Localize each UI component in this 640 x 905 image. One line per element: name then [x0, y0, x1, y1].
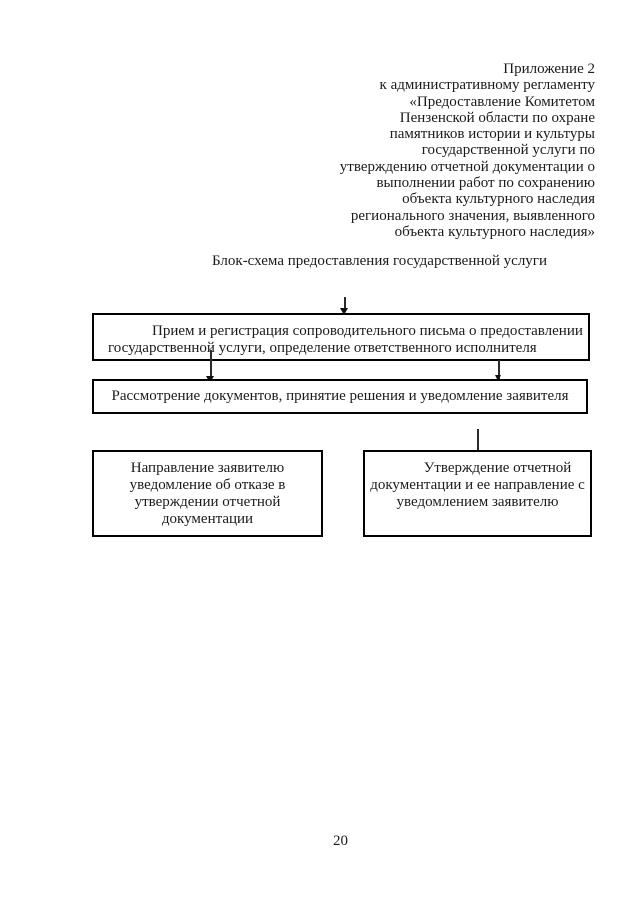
appendix-line: утверждению отчетной документации о: [339, 158, 595, 175]
flow-node-review: Рассмотрение документов, принятие решени…: [92, 379, 588, 414]
connector-reception-to-review-left: [210, 350, 212, 381]
page-title: Блок-схема предоставления государственно…: [212, 253, 547, 269]
appendix-line: памятников истории и культуры: [389, 126, 595, 143]
appendix-reference: Приложение 2 к административному регламе…: [200, 61, 595, 240]
connector-title-to-reception: [344, 297, 346, 311]
arrow-down-icon: [495, 375, 501, 381]
flow-node-text-line: документации и ее направление с: [370, 477, 585, 493]
connector-reception-to-review-right: [498, 360, 500, 380]
flow-node-text-line: утверждении отчетной: [134, 494, 281, 510]
appendix-line: объекта культурного наследия: [402, 191, 595, 208]
flow-node-text-line: документации: [161, 511, 254, 527]
flow-node-text-line: Прием и регистрация сопроводительного пи…: [152, 323, 583, 339]
appendix-line: выполнении работ по сохранению: [376, 175, 595, 192]
appendix-line: к административному регламенту: [379, 77, 595, 94]
flow-node-approval: Утверждение отчетной документации и ее н…: [363, 450, 592, 537]
flow-node-reception: Прием и регистрация сопроводительного пи…: [92, 313, 590, 361]
appendix-line: объекта культурного наследия»: [394, 223, 595, 240]
arrow-down-icon: [340, 308, 348, 315]
flow-node-text-line: Рассмотрение документов, принятие решени…: [111, 388, 569, 404]
connector-review-to-approval: [477, 429, 479, 450]
flow-node-text-line: уведомление об отказе в: [129, 477, 286, 493]
flow-node-text-line: государственной услуги, определение отве…: [108, 340, 537, 356]
flow-node-text-line: Направление заявителю: [130, 460, 285, 476]
appendix-line: Приложение 2: [503, 61, 595, 77]
flow-node-text-line: уведомлением заявителю: [396, 494, 559, 510]
appendix-line: государственной услуги по: [421, 142, 595, 159]
flow-node-text-line: Утверждение отчетной: [423, 460, 572, 476]
appendix-line: Пензенской области по охране: [399, 109, 595, 126]
page-number: 20: [333, 833, 348, 849]
flow-node-refusal: Направление заявителю уведомление об отк…: [92, 450, 323, 537]
appendix-line: регионального значения, выявленного: [350, 207, 595, 224]
appendix-line: «Предоставление Комитетом: [409, 93, 595, 110]
